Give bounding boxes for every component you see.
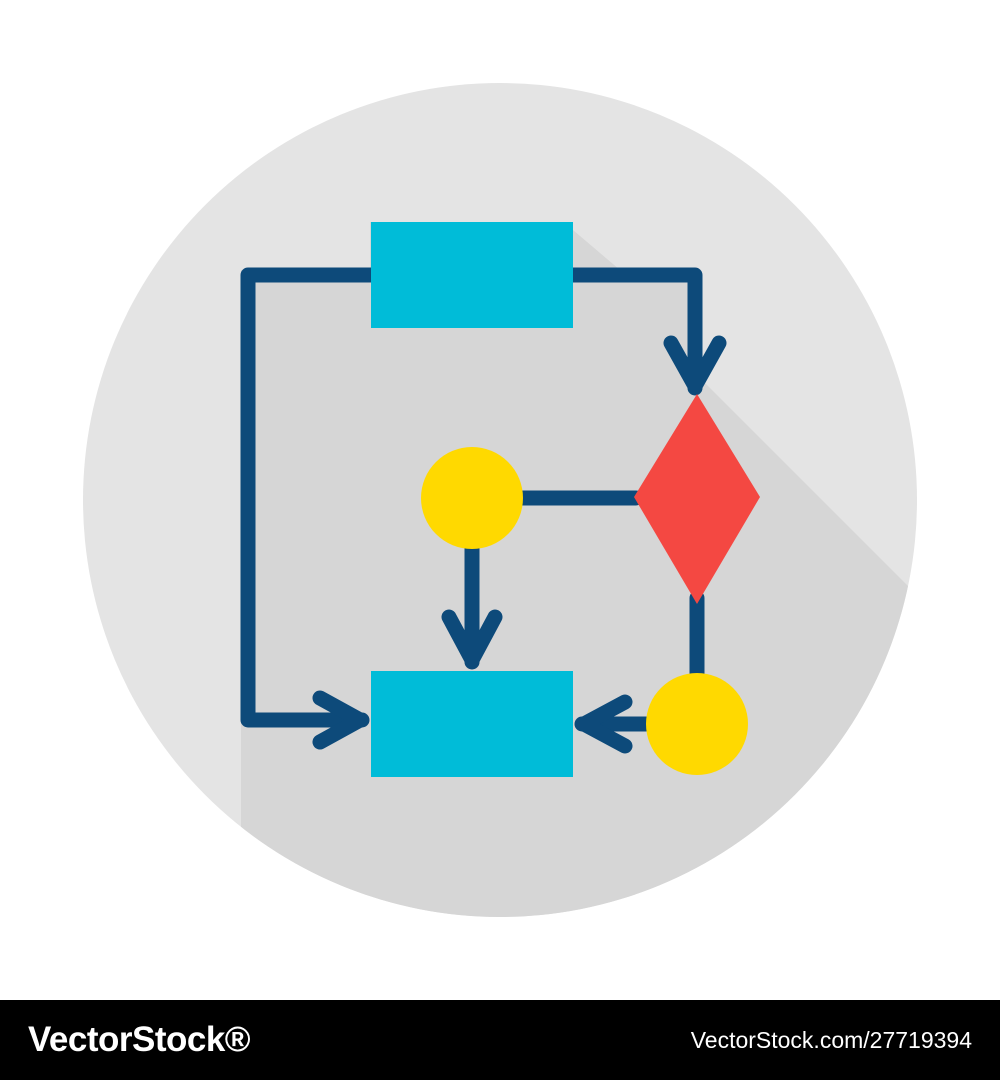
connector-top-right [564, 267, 703, 396]
arrow-head-center-down-icon [441, 609, 503, 668]
arrow-head-left-icon [312, 690, 368, 750]
long-shadow [241, 222, 917, 917]
terminal-circle-center [421, 447, 523, 549]
arrow-head-right-icon [576, 694, 633, 754]
arrow-head-top-right-icon [663, 335, 727, 394]
flowchart-icon [83, 83, 917, 917]
image-id-text: VectorStock.com/27719394 [690, 1026, 972, 1053]
decision-diamond [634, 394, 760, 604]
terminal-circle-right [646, 673, 748, 775]
long-shadow-shape [241, 222, 917, 917]
connector-lines [240, 267, 727, 754]
process-box-top [371, 222, 573, 328]
footer-bar: VectorStock® VectorStock.com/27719394 [0, 1000, 1000, 1080]
process-box-bottom [371, 671, 573, 777]
connector-left-loop [240, 267, 380, 728]
brand-logo: VectorStock® [28, 1020, 251, 1059]
